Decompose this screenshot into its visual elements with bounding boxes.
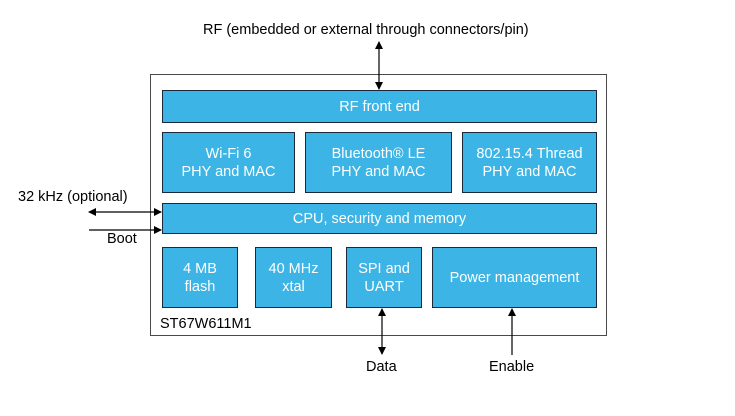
enable-label: Enable bbox=[489, 359, 535, 375]
clock-label: 32 kHz (optional) bbox=[18, 189, 128, 205]
boot-label: Boot bbox=[107, 231, 137, 247]
power-management-block: Power management bbox=[432, 247, 597, 308]
rf-external-label: RF (embedded or external through connect… bbox=[203, 22, 529, 38]
data-label: Data bbox=[366, 359, 397, 375]
xtal-block: 40 MHz xtal bbox=[255, 247, 332, 308]
spi-uart-block: SPI and UART bbox=[346, 247, 422, 308]
rf-front-end-block: RF front end bbox=[162, 90, 597, 123]
module-name-label: ST67W611M1 bbox=[160, 316, 252, 332]
wifi-block: Wi-Fi 6 PHY and MAC bbox=[162, 132, 295, 193]
thread-block: 802.15.4 Thread PHY and MAC bbox=[462, 132, 597, 193]
cpu-block: CPU, security and memory bbox=[162, 203, 597, 234]
bluetooth-block: Bluetooth® LE PHY and MAC bbox=[305, 132, 452, 193]
flash-block: 4 MB flash bbox=[162, 247, 238, 308]
